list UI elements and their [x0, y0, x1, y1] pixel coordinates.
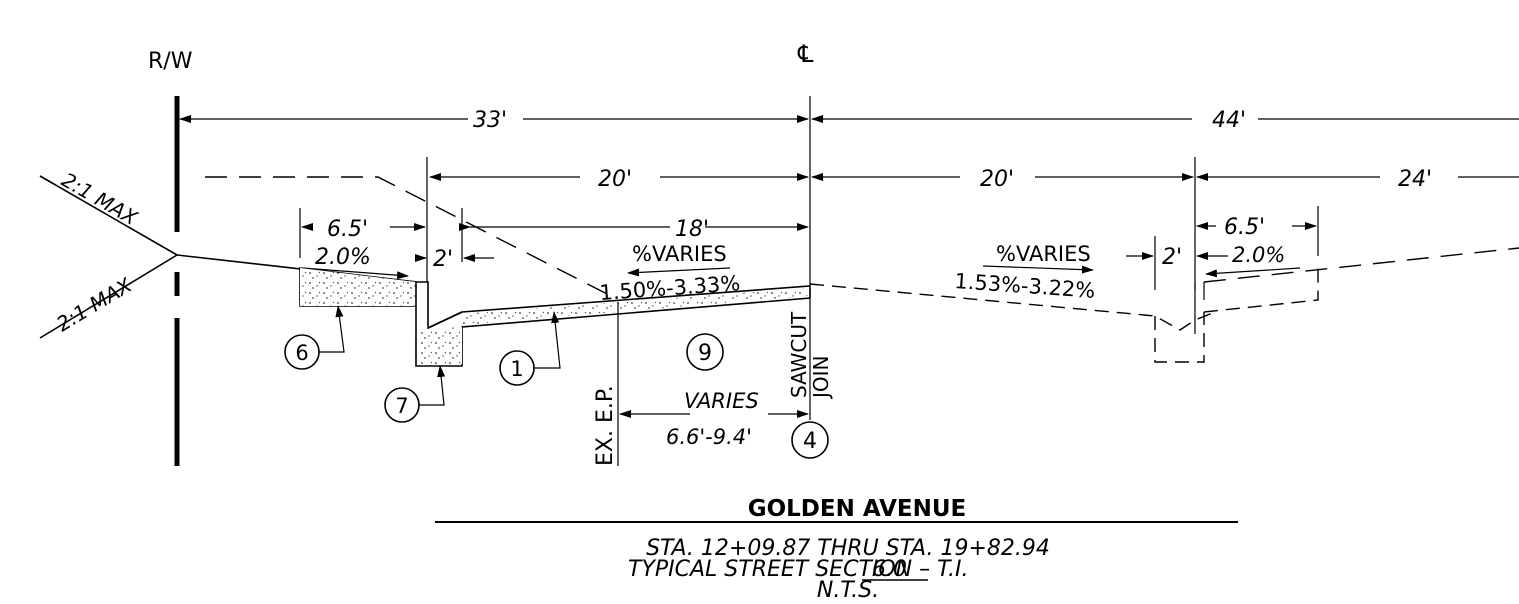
callout-4: 4: [791, 421, 829, 459]
callout-7: 7: [384, 365, 446, 423]
callout-1: 1: [499, 311, 561, 386]
dimension-20-20-24: [426, 157, 1519, 290]
varies-range-label: 6.6'-9.4': [666, 425, 752, 449]
slope-upper-label: 2:1 MAX: [58, 168, 143, 231]
varies-pct-left-label: %VARIES: [632, 242, 727, 266]
dim-2-left-label: 2': [433, 247, 453, 272]
rw-label: R/W: [148, 49, 193, 74]
dim-24-label: 24': [1398, 167, 1432, 192]
slope-line-upper: [39, 175, 178, 256]
varies-arrow-left: [627, 267, 731, 277]
dim-33-label: 33': [473, 108, 507, 133]
ex-ep-label: EX. E.P.: [593, 385, 618, 466]
future-ground-right: [1203, 247, 1519, 283]
future-grade-right: [809, 283, 1216, 331]
gutter-lip: [427, 311, 463, 329]
sawcut-label: SAWCUT: [787, 311, 811, 398]
join-label: JOIN: [809, 356, 833, 401]
callout-7-text: 7: [395, 394, 408, 418]
dim-20-left-label: 20': [598, 167, 632, 192]
title-line1: STA. 12+09.87 THRU STA. 19+82.94: [646, 536, 1050, 561]
slope-lower-label: 2:1 MAX: [52, 272, 137, 336]
slope-2pct-right-label: 2.0%: [1232, 243, 1285, 267]
dim-20-right-label: 20': [980, 167, 1014, 192]
dim-18-label: 18': [675, 217, 709, 242]
dim-44-label: 44': [1212, 108, 1246, 133]
slope-2pct-left-label: 2.0%: [315, 245, 371, 270]
callout-4-text: 4: [803, 429, 817, 454]
slope-line-lower: [39, 254, 178, 339]
dim-6-5-left-label: 6.5': [327, 217, 368, 242]
dim-6-5-right-label: 6.5': [1224, 215, 1265, 240]
varies-arrow-right: [982, 265, 1094, 274]
varies-range-right-label: 1.53%-3.22%: [954, 269, 1096, 303]
curb-fill: [418, 327, 462, 364]
existing-ground-left: [205, 176, 616, 299]
callout-6: 6: [284, 305, 345, 370]
varies-label: VARIES: [684, 389, 759, 413]
callout-9: 9: [686, 333, 724, 371]
title-line2-value: 6.0: [872, 557, 907, 582]
slope-arrow-left: [301, 267, 409, 280]
callout-1-text: 1: [510, 357, 523, 381]
centerline-label: ℄: [797, 40, 814, 68]
dimension-6-5-left: [299, 208, 809, 262]
title-name: GOLDEN AVENUE: [748, 496, 967, 522]
future-curb-right: [1154, 312, 1205, 363]
title-line3: N.T.S.: [817, 578, 879, 603]
pavement-fill: [462, 288, 808, 325]
slope-arrow-right: [1205, 267, 1301, 278]
dim-2-right-label: 2': [1162, 245, 1182, 270]
varies-pct-right-label: %VARIES: [996, 242, 1091, 266]
future-sidewalk-right: [1203, 262, 1319, 313]
callout-9-text: 9: [698, 341, 712, 366]
sidewalk-fill: [300, 268, 416, 306]
callout-6-text: 6: [295, 341, 308, 365]
title-line2-prefix: TYPICAL STREET SECTION – T.I.: [628, 557, 968, 582]
